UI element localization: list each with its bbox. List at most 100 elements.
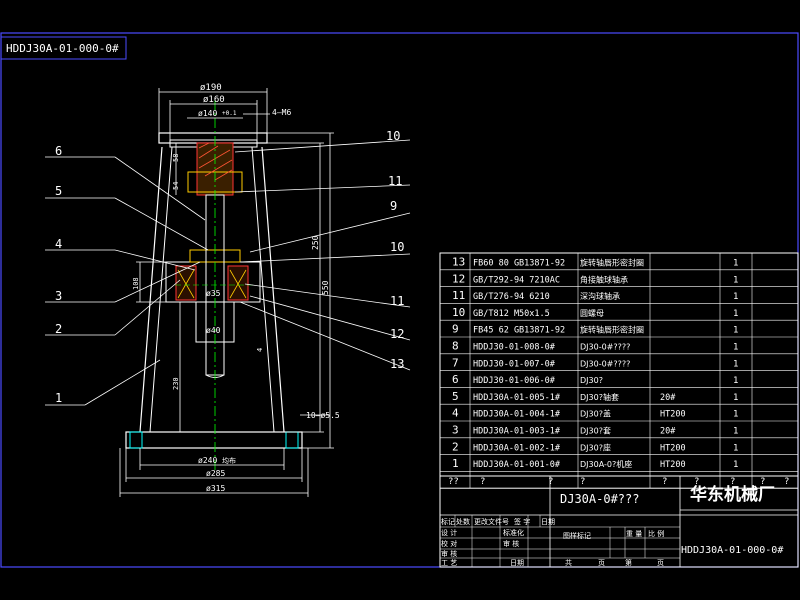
assembly-section-view: [125, 100, 303, 470]
dim-m6: 4—M6: [272, 108, 291, 117]
bom-material: HT200: [660, 443, 686, 453]
bom-material: HT200: [660, 460, 686, 470]
bom-qty: 1: [733, 259, 738, 269]
base-flange: [125, 431, 303, 449]
tb-mark: 标记: [441, 517, 455, 526]
bom-no: 12: [452, 272, 465, 285]
bom-no: 1: [452, 457, 459, 470]
balloon-6: 6: [55, 144, 62, 158]
balloon-1: 1: [55, 391, 62, 405]
bom-no: 8: [452, 340, 459, 353]
bom-header-cell: ?: [784, 477, 789, 487]
bom-material: HT200: [660, 410, 686, 420]
dim-h58: 58: [172, 154, 180, 162]
tb-total: 共: [565, 558, 572, 567]
bom-code: HDDJ30A-01-003-1#: [473, 427, 561, 437]
balloon-9: 9: [390, 199, 397, 213]
bom-code: HDDJ30A-01-005-1#: [473, 393, 561, 403]
bom-header-cell: ?: [480, 477, 485, 487]
bom-qty: 1: [733, 443, 738, 453]
bom-code: HDDJ30-01-008-0#: [473, 343, 556, 353]
bom-name: DJ30?: [580, 376, 603, 385]
tb-review: 审 核: [503, 539, 519, 548]
bom-header-cell: ??: [448, 477, 459, 487]
bom-code: GB/T292-94 7210AC: [473, 275, 560, 285]
bom-name: 旋转轴唇形密封圈: [580, 258, 644, 268]
bom-no: 5: [452, 390, 459, 403]
bom-qty: 1: [733, 326, 738, 336]
bom-header-cell: ?: [694, 477, 699, 487]
bom-no: 10: [452, 306, 465, 319]
bom-name: DJ30?盖: [580, 409, 611, 419]
bearing-cross: [177, 269, 247, 299]
bom-code: HDDJ30A-01-001-0#: [473, 460, 561, 470]
dim-d140: ø140: [198, 109, 217, 118]
tb-design: 设 计: [441, 528, 457, 537]
title-code: HDDJ30A-01-000-0#: [681, 545, 783, 556]
base-hole-left: [129, 431, 143, 449]
balloon-10b: 10: [390, 240, 404, 254]
dim-h550: 550: [321, 280, 330, 295]
bom-name: DJ30?套: [580, 426, 611, 436]
bom-qty: 1: [733, 376, 738, 386]
corner-code-box: [0, 36, 127, 60]
bom-qty: 1: [733, 359, 738, 369]
bom-no: 7: [452, 356, 459, 369]
tb-date2: 日期: [510, 559, 524, 567]
bom-header-cell: ?: [548, 477, 553, 487]
bill-of-materials: 13 FB60 80 GB13871-92 旋转轴唇形密封圈 1 12 GB/T292-9…: [439, 252, 799, 489]
balloon-10a: 10: [386, 129, 400, 143]
part-balloons: 6 5 4 3 2 1 10 11 9 10 11 12 13: [55, 129, 404, 405]
dimension-lines: [119, 88, 334, 497]
tb-page: 页: [598, 559, 605, 567]
bom-name: DJ30-0#????: [580, 343, 630, 352]
bom-code: FB60 80 GB13871-92: [473, 259, 565, 269]
balloon-2: 2: [55, 322, 62, 336]
bom-code: FB45 62 GB13871-92: [473, 326, 565, 336]
drawing-name: DJ30A-0#???: [560, 492, 639, 506]
dim-d190: ø190: [200, 83, 222, 93]
balloon-11a: 11: [388, 174, 402, 188]
dim-h230: 230: [172, 377, 180, 390]
tb-sheet: 第: [625, 558, 632, 567]
company-name: 华东机械厂: [690, 484, 775, 505]
tb-process: 工 艺: [441, 559, 457, 567]
tb-weight: 重 量: [626, 530, 642, 538]
dim-hole-note: 均布: [222, 456, 236, 465]
balloon-12: 12: [390, 327, 404, 341]
bom-header-cell: ?: [662, 477, 667, 487]
bom-material: 20#: [660, 427, 676, 437]
bom-name: DJ30A-0?机座: [580, 459, 632, 469]
dimension-texts: ø190 ø160 ø140 +0.1 4—M6 ø35 ø40 ø240 均布…: [132, 83, 340, 493]
tb-scale: 比 例: [648, 529, 664, 538]
bom-name: 深沟球轴承: [580, 291, 620, 301]
balloon-4: 4: [55, 237, 62, 251]
bom-code: GB/T276-94 6210: [473, 292, 550, 302]
bom-header-cell: ?: [760, 477, 765, 487]
bom-qty: 1: [733, 275, 738, 285]
dim-h54: 54: [172, 182, 180, 190]
bom-name: 旋转轴唇形密封圈: [580, 325, 644, 335]
dim-d240: ø240: [198, 456, 217, 465]
bom-name: 圆螺母: [580, 308, 604, 318]
dim-bottom-note: 10—ø5.5: [306, 411, 340, 420]
tb-count: 处数: [456, 517, 470, 526]
bom-no: 9: [452, 323, 459, 336]
tb-check: 校 对: [441, 539, 457, 548]
hub-hatch: [198, 142, 233, 181]
tb-date: 日期: [541, 518, 555, 526]
bom-no: 13: [452, 256, 465, 269]
bom-qty: 1: [733, 393, 738, 403]
bom-header-cell: ?: [730, 477, 735, 487]
dim-d285: ø285: [206, 469, 225, 478]
balloon-5: 5: [55, 184, 62, 198]
balloon-3: 3: [55, 289, 62, 303]
bom-code: HDDJ30A-01-002-1#: [473, 443, 561, 453]
bom-no: 6: [452, 373, 459, 386]
tb-craft: 审 核: [441, 549, 457, 558]
bom-code: HDDJ30-01-006-0#: [473, 376, 556, 386]
bom-qty: 1: [733, 309, 738, 319]
dim-d315: ø315: [206, 484, 225, 493]
base-hole-right: [285, 431, 299, 449]
tb-page2: 页: [657, 559, 664, 567]
